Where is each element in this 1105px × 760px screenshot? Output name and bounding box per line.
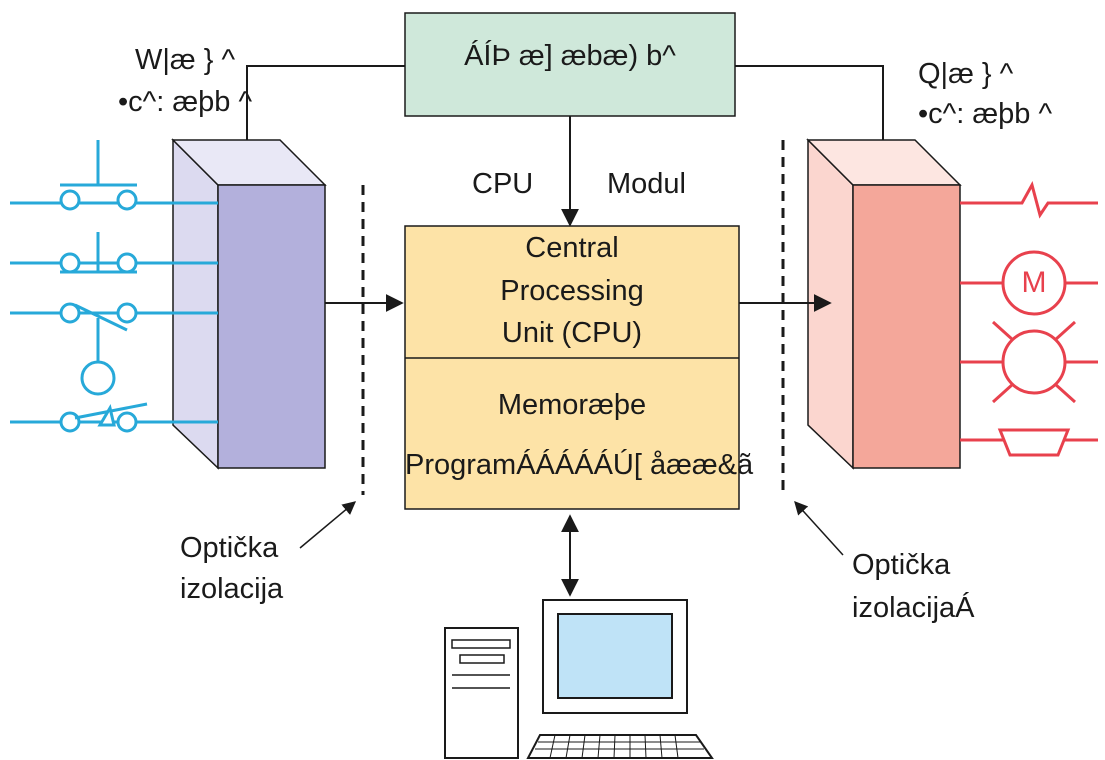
lamp-icon xyxy=(960,320,1098,404)
output-module-block xyxy=(806,138,962,470)
output-module-label-2: •c^: æþb ^ xyxy=(918,98,1053,130)
power-supply-label: ÁÍÞ æ] æbæ) b^ xyxy=(464,40,676,72)
monitor-screen xyxy=(557,613,673,699)
cpu-box xyxy=(404,225,740,510)
keyboard xyxy=(526,734,714,759)
pushbutton-no-icon xyxy=(59,140,138,211)
input-devices xyxy=(10,140,218,433)
optical-pointer-arrows xyxy=(299,500,844,556)
output-module-label-1: Q|æ } ^ xyxy=(918,58,1014,90)
optical-isolation-left-1: Optička xyxy=(180,532,279,564)
horn-icon xyxy=(960,428,1098,457)
cpu-arrow-label-left: CPU xyxy=(472,168,534,200)
heater-icon xyxy=(960,181,1098,219)
output-devices xyxy=(960,181,1098,457)
input-module-block xyxy=(171,138,327,470)
motor-icon xyxy=(960,250,1098,316)
cpu-arrow-label-right: Modul xyxy=(607,168,686,200)
limit-switch-icon xyxy=(59,302,138,396)
computer-icon xyxy=(444,599,714,759)
input-module-label-1: W|æ } ^ xyxy=(135,44,236,76)
cpu-title-line-3: Unit (CPU) xyxy=(501,317,643,349)
pc-tower xyxy=(444,627,519,759)
cpu-title-line-2: Processing xyxy=(500,275,644,307)
motor-letter: M xyxy=(1021,266,1047,299)
foot-switch-icon xyxy=(59,402,148,433)
memory-label: Memoræþe xyxy=(497,389,647,421)
optical-isolation-right-1: Optička xyxy=(852,549,951,581)
cpu-title-line-1: Central xyxy=(525,232,619,264)
pushbutton-nc-icon xyxy=(59,232,138,274)
input-module-label-2: •c^: æþb ^ xyxy=(118,86,253,118)
optical-isolation-right-2: izolacijaÁ xyxy=(852,592,975,624)
optical-isolation-left-2: izolacija xyxy=(180,573,284,605)
power-supply-box xyxy=(404,12,736,117)
program-label: ProgramÁÁÁÁÁÚ[ åææ&ã xyxy=(405,449,754,481)
